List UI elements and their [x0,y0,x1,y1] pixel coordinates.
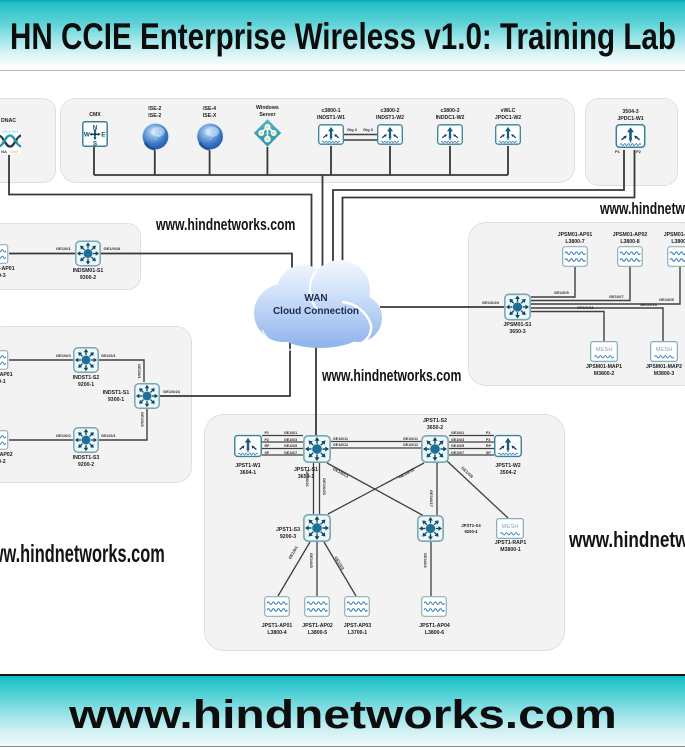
svg-text:WAN: WAN [304,293,327,304]
svg-text:Cloud Connection: Cloud Connection [273,306,359,317]
